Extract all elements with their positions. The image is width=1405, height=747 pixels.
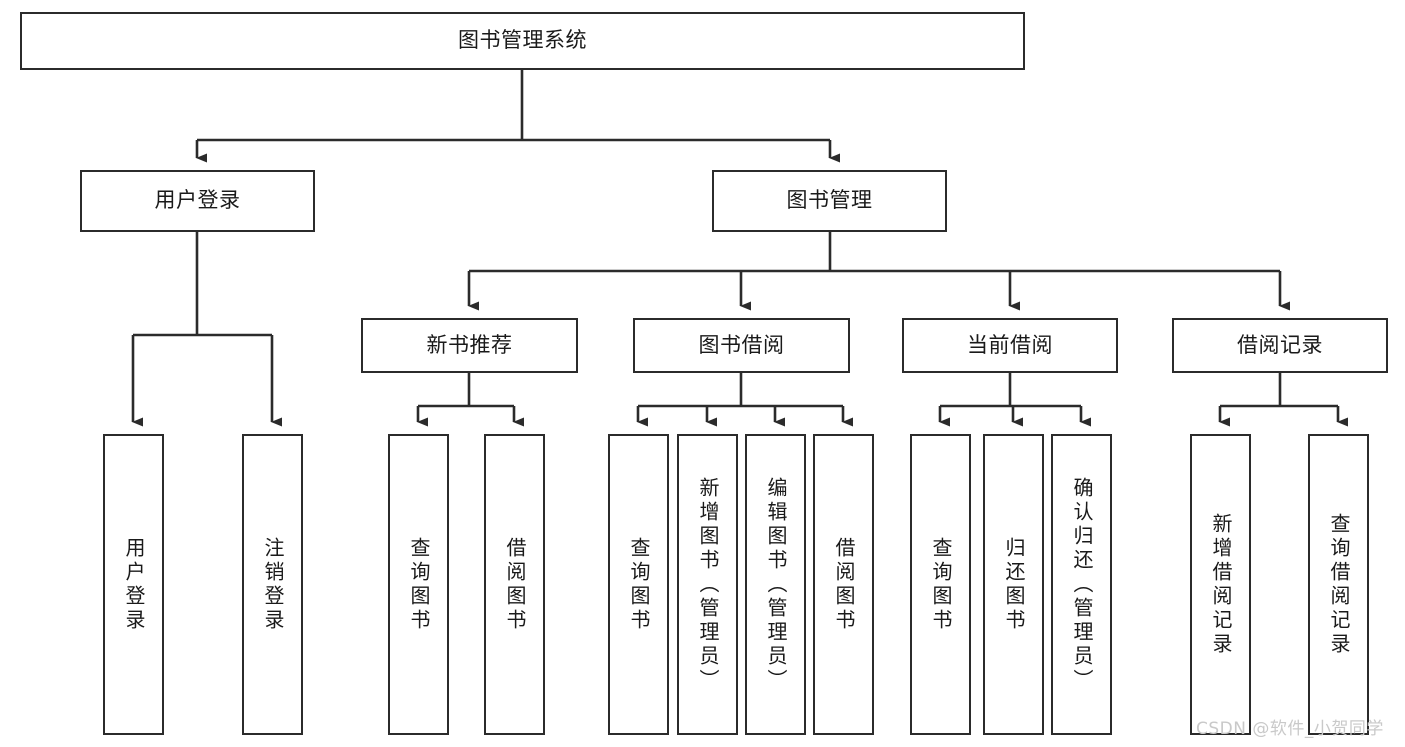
node-leaf-borrow-book-bor[interactable]: 借阅图书 (813, 434, 874, 735)
node-leaf-user-login-label: 用户登录 (122, 536, 146, 633)
node-book-borrow[interactable]: 图书借阅 (633, 318, 850, 373)
node-book-manage-label: 图书管理 (786, 188, 873, 213)
node-leaf-user-logout[interactable]: 注销登录 (242, 434, 303, 735)
node-book-manage[interactable]: 图书管理 (712, 170, 947, 232)
node-user-login-label: 用户登录 (154, 188, 241, 213)
node-leaf-query-borrow-record-label: 查询借阅记录 (1327, 512, 1351, 657)
node-leaf-add-book-admin-label: 新增图书（管理员） (696, 476, 720, 693)
connector-user-login-to-leaves (131, 232, 282, 427)
node-leaf-borrow-book-rec[interactable]: 借阅图书 (484, 434, 545, 735)
node-leaf-return-book[interactable]: 归还图书 (983, 434, 1044, 735)
node-leaf-user-login[interactable]: 用户登录 (103, 434, 164, 735)
node-book-borrow-label: 图书借阅 (698, 332, 785, 357)
node-leaf-query-book-bor[interactable]: 查询图书 (608, 434, 669, 735)
node-current-borrow-label: 当前借阅 (967, 332, 1053, 357)
node-leaf-query-borrow-record[interactable]: 查询借阅记录 (1308, 434, 1369, 735)
node-leaf-add-borrow-record-label: 新增借阅记录 (1209, 512, 1233, 657)
node-leaf-confirm-return-admin-label: 确认归还（管理员） (1070, 476, 1094, 693)
connector-root-to-level2 (195, 70, 840, 163)
node-borrow-record[interactable]: 借阅记录 (1172, 318, 1388, 373)
node-user-login[interactable]: 用户登录 (80, 170, 315, 232)
node-leaf-borrow-book-rec-label: 借阅图书 (503, 536, 527, 633)
connector-new-book-rec-to-leaves (416, 373, 524, 427)
node-new-book-rec-label: 新书推荐 (426, 332, 513, 357)
node-leaf-add-borrow-record[interactable]: 新增借阅记录 (1190, 434, 1251, 735)
connector-current-borrow-to-leaves (938, 373, 1091, 427)
node-leaf-confirm-return-admin[interactable]: 确认归还（管理员） (1051, 434, 1112, 735)
node-leaf-edit-book-admin[interactable]: 编辑图书（管理员） (745, 434, 806, 735)
node-leaf-query-book-cur[interactable]: 查询图书 (910, 434, 971, 735)
node-leaf-query-book-cur-label: 查询图书 (929, 536, 953, 633)
node-leaf-edit-book-admin-label: 编辑图书（管理员） (764, 476, 788, 693)
connector-book-borrow-to-leaves (636, 373, 853, 427)
node-leaf-query-book-rec[interactable]: 查询图书 (388, 434, 449, 735)
connector-borrow-record-to-leaves (1218, 373, 1348, 427)
node-current-borrow[interactable]: 当前借阅 (902, 318, 1118, 373)
node-borrow-record-label: 借阅记录 (1237, 332, 1323, 357)
node-new-book-rec[interactable]: 新书推荐 (361, 318, 578, 373)
node-leaf-borrow-book-bor-label: 借阅图书 (832, 536, 856, 633)
node-leaf-user-logout-label: 注销登录 (261, 536, 285, 633)
connector-book-manage-to-level3 (467, 232, 1290, 311)
node-leaf-query-book-rec-label: 查询图书 (407, 536, 431, 633)
node-root-label: 图书管理系统 (458, 28, 587, 53)
node-root[interactable]: 图书管理系统 (20, 12, 1025, 70)
node-leaf-add-book-admin[interactable]: 新增图书（管理员） (677, 434, 738, 735)
node-leaf-return-book-label: 归还图书 (1002, 536, 1026, 633)
node-leaf-query-book-bor-label: 查询图书 (627, 536, 651, 633)
